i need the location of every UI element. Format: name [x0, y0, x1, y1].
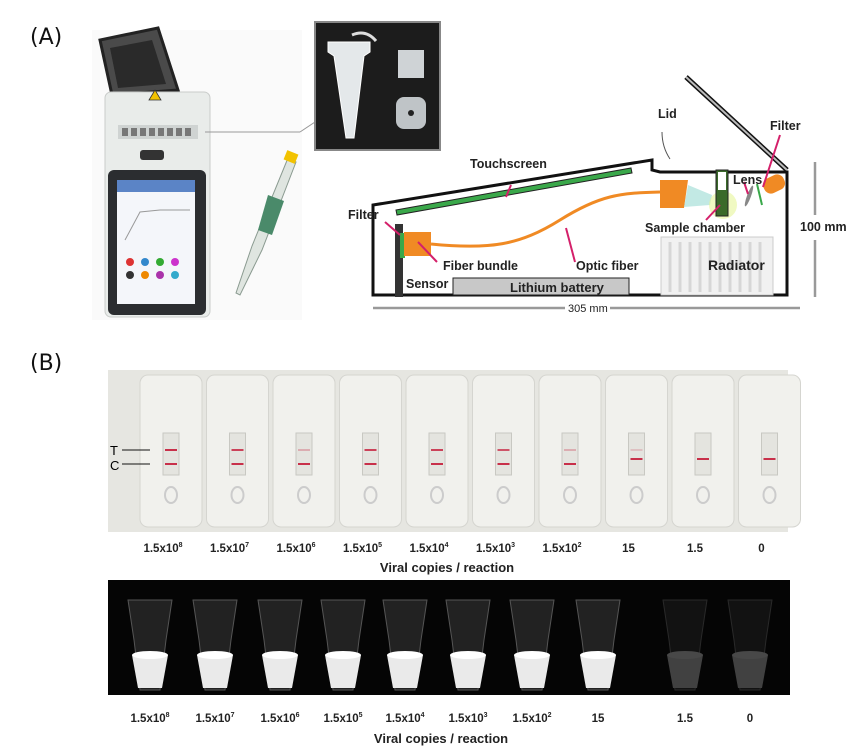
tube-concentration-label: 15: [592, 713, 605, 725]
strip-axis-caption: Viral copies / reaction: [380, 560, 514, 575]
control-line: [630, 458, 643, 460]
fiber-bundle-label: Fiber bundle: [443, 259, 518, 273]
touchscreen-label: Touchscreen: [470, 157, 547, 171]
sensor-label: Sensor: [406, 277, 449, 291]
tube-concentration-label: 0: [747, 713, 753, 725]
tube-concentration-label: 1.5x107: [195, 712, 234, 725]
control-line: [165, 463, 177, 465]
control-line: [364, 463, 377, 465]
panel-b-label: (B): [30, 351, 62, 376]
lid-label: Lid: [658, 107, 677, 121]
strip-concentration-label: 1.5x104: [409, 542, 448, 555]
test-line: [431, 449, 443, 451]
sample-well: [297, 486, 311, 504]
strip-concentration-label: 15: [622, 543, 635, 555]
test-line: [165, 449, 177, 451]
tube-axis-caption: Viral copies / reaction: [374, 731, 508, 746]
strip-concentration-label: 1.5: [687, 543, 704, 555]
sample-well: [363, 486, 378, 504]
fluorescent-tube: [127, 599, 173, 691]
tube-concentration-label: 1.5x106: [260, 712, 299, 725]
optic-fiber-label: Optic fiber: [576, 259, 639, 273]
test-line: [630, 449, 643, 451]
control-line: [763, 458, 776, 460]
test-line: [298, 449, 310, 451]
strip-concentration-label: 1.5x105: [343, 542, 382, 555]
strip-concentration-label: 1.5x108: [143, 542, 182, 555]
fluorescent-tube: [575, 599, 621, 691]
strip-concentration-label: 1.5x107: [210, 542, 249, 555]
sample-chamber-label: Sample chamber: [645, 221, 745, 235]
strip-concentration-label: 1.5x103: [476, 542, 515, 555]
control-line: [564, 463, 576, 465]
filter-top-label: Filter: [770, 119, 801, 133]
tube-concentration-label: 1.5x105: [323, 712, 362, 725]
strip-window: [694, 432, 712, 476]
fluorescent-tube: [445, 599, 491, 691]
sample-well: [696, 486, 710, 504]
test-line: [231, 449, 244, 451]
pipette-image: [235, 150, 299, 296]
test-line: [497, 449, 510, 451]
tube-concentration-label: 1.5x102: [512, 712, 551, 725]
strip-window: [162, 432, 180, 476]
strip-window: [628, 432, 645, 476]
lens-label: Lens: [733, 173, 762, 187]
strip-window: [362, 432, 379, 476]
tube-inset: [314, 21, 441, 151]
test-line: [364, 449, 377, 451]
strips-group: [139, 374, 801, 528]
panel-a-label: (A): [30, 25, 62, 50]
fluorescent-tube: [257, 599, 303, 691]
tube-concentration-label: 1.5x108: [130, 712, 169, 725]
strip-window: [495, 432, 512, 476]
sample-well: [563, 486, 577, 504]
sample-well: [762, 486, 777, 504]
sample-well: [430, 486, 444, 504]
fluorescent-tube: [192, 599, 238, 691]
test-line-label: T: [110, 443, 118, 458]
sample-well: [164, 486, 178, 504]
battery-label: Lithium battery: [510, 280, 605, 295]
control-line: [231, 463, 244, 465]
strip-concentration-label: 1.5x106: [276, 542, 315, 555]
strip-concentration-label: 1.5x102: [542, 542, 581, 555]
control-line: [298, 463, 310, 465]
tube-concentration-label: 1.5x104: [385, 712, 424, 725]
control-line: [431, 463, 443, 465]
fluorescent-tube: [727, 599, 773, 691]
sample-well: [230, 486, 245, 504]
strip-window: [229, 432, 246, 476]
radiator-label: Radiator: [708, 257, 765, 273]
control-line: [497, 463, 510, 465]
fluorescent-tube: [382, 599, 428, 691]
strip-window: [428, 432, 446, 476]
width-dimension: 305 mm: [568, 303, 608, 315]
tube-concentration-label: 1.5: [677, 713, 694, 725]
device-schematic: [371, 75, 817, 310]
strip-window: [295, 432, 313, 476]
fluorescent-tube: [320, 599, 366, 691]
strip-concentration-label: 0: [758, 543, 764, 555]
tube-concentration-label: 1.5x103: [448, 712, 487, 725]
strip-window: [761, 432, 778, 476]
fluorescent-tube: [509, 599, 555, 691]
sample-well: [496, 486, 511, 504]
height-dimension: 100 mm: [800, 220, 847, 234]
sample-well: [629, 486, 644, 504]
control-line-label: C: [110, 458, 119, 473]
test-line: [564, 449, 576, 451]
strip-window: [561, 432, 579, 476]
fluorescent-tube: [662, 599, 708, 691]
device-photo: [92, 26, 319, 320]
filter-left-label: Filter: [348, 208, 379, 222]
control-line: [697, 458, 709, 460]
